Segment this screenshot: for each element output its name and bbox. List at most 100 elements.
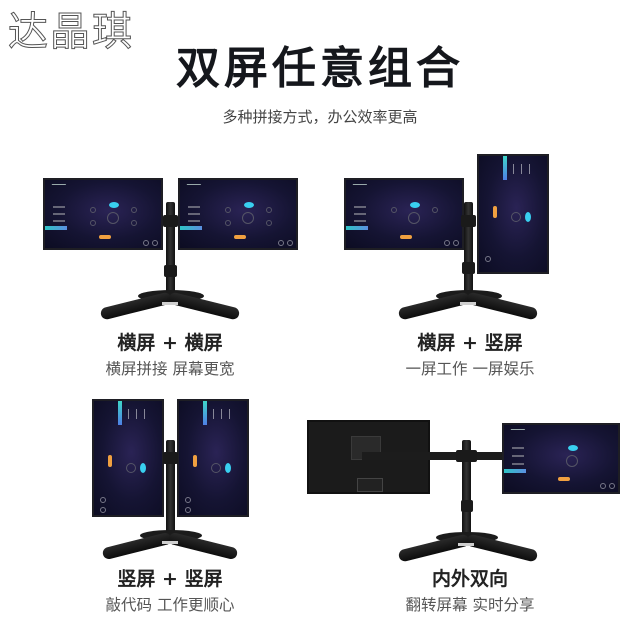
screen-dial-icon xyxy=(225,220,231,226)
screen-menu-item xyxy=(53,220,65,222)
stand-pole xyxy=(166,202,175,300)
screen-logo-icon xyxy=(350,184,368,188)
stand-base-chrome xyxy=(458,543,474,546)
stand-base-leg-left xyxy=(99,291,173,321)
stand-base-leg-right xyxy=(465,533,539,563)
caption-description: 敲代码 工作更顺心 xyxy=(105,596,235,614)
screen-button-icon xyxy=(185,497,191,503)
monitor-portrait-left xyxy=(92,399,164,517)
stand-base-leg-left xyxy=(397,291,471,321)
screen-menu-item xyxy=(354,220,366,222)
screen-menu-item xyxy=(188,213,200,215)
screen-menu-item xyxy=(53,206,65,208)
screen-tick xyxy=(229,409,230,419)
screen-orange-button-icon xyxy=(400,235,412,239)
stand-base-leg-left xyxy=(397,533,471,563)
screen-button-icon xyxy=(100,497,106,503)
screen-center-dial-icon xyxy=(511,212,521,222)
page-title: 双屏任意组合 xyxy=(176,43,464,94)
screen-menu-item xyxy=(53,213,65,215)
caption-title: 竖屏 + 竖屏 xyxy=(117,568,223,590)
screen-button-icon xyxy=(152,240,158,246)
screen-orange-button-icon xyxy=(234,235,246,239)
stand-height-clamp xyxy=(164,265,177,277)
screen-tick xyxy=(213,409,214,419)
screen-tick xyxy=(513,164,514,174)
screen-cyan-dial-icon xyxy=(568,445,578,451)
stand-base-chrome xyxy=(162,302,178,305)
screen-menu-item xyxy=(354,206,366,208)
screen-orange-button-icon xyxy=(193,455,197,467)
screen-cyan-dial-icon xyxy=(244,202,254,208)
screen-gradient-bar xyxy=(203,401,207,425)
monitor-landscape xyxy=(344,178,464,250)
screen-menu-item-active xyxy=(346,226,368,230)
stand-height-clamp xyxy=(462,262,475,274)
screen-menu-item xyxy=(188,206,200,208)
brand-watermark: 达晶琪 xyxy=(8,9,134,56)
screen-center-dial-icon xyxy=(107,212,119,224)
caption-description: 横屏拼接 屏幕更宽 xyxy=(105,360,235,378)
screen-button-icon xyxy=(609,483,615,489)
screen-tick xyxy=(221,409,222,419)
screen-dial-icon xyxy=(131,207,137,213)
screen-button-icon xyxy=(143,240,149,246)
screen-button-icon xyxy=(278,240,284,246)
screen-cyan-dial-icon xyxy=(109,202,119,208)
screen-dial-icon xyxy=(131,220,137,226)
screen-center-dial-icon xyxy=(126,463,136,473)
stand-clamp xyxy=(461,215,476,227)
stand-base-leg-right xyxy=(167,531,239,561)
screen-gradient-bar xyxy=(503,156,507,180)
screen-menu-item xyxy=(188,220,200,222)
screen-orange-button-icon xyxy=(99,235,111,239)
stand-pole xyxy=(166,440,175,540)
screen-dial-icon xyxy=(266,220,272,226)
screen-dial-icon xyxy=(225,207,231,213)
screen-button-icon xyxy=(600,483,606,489)
stand-base-leg-right xyxy=(465,291,539,321)
screen-menu-item xyxy=(512,463,524,465)
caption-title: 横屏 + 横屏 xyxy=(117,332,223,354)
stand-arm-left xyxy=(362,452,462,460)
caption-description: 一屏工作 一屏娱乐 xyxy=(405,360,535,378)
screen-cyan-dial-icon xyxy=(225,463,231,473)
stand-arm-right xyxy=(470,452,502,460)
screen-dial-icon xyxy=(90,220,96,226)
stand-base-chrome xyxy=(460,302,476,305)
stand-base-leg-left xyxy=(101,531,173,561)
caption-inward-outward: 内外双向 翻转屏幕 实时分享 xyxy=(370,566,570,616)
screen-dial-icon xyxy=(391,207,397,213)
screen-menu-item-active xyxy=(504,469,526,473)
stand-base-leg-right xyxy=(167,291,241,321)
stand-clamp xyxy=(163,452,178,464)
stand-pole xyxy=(462,440,471,540)
monitor-landscape-right xyxy=(178,178,298,250)
screen-tick xyxy=(521,164,522,174)
screen-tick xyxy=(136,409,137,419)
screen-logo-icon xyxy=(49,184,67,188)
caption-title: 内外双向 xyxy=(431,568,508,590)
screen-menu-item xyxy=(512,455,524,457)
monitor-landscape-left xyxy=(43,178,163,250)
stand-clamp xyxy=(456,450,477,462)
monitor-landscape xyxy=(502,423,620,494)
screen-center-dial-icon xyxy=(408,212,420,224)
caption-landscape-landscape: 横屏 + 横屏 横屏拼接 屏幕更宽 xyxy=(70,330,270,380)
monitor-portrait xyxy=(477,154,549,274)
screen-gradient-bar xyxy=(118,401,122,425)
screen-center-dial-icon xyxy=(566,455,578,467)
screen-orange-button-icon xyxy=(108,455,112,467)
screen-orange-button-icon xyxy=(558,477,570,481)
screen-cyan-dial-icon xyxy=(525,212,531,222)
caption-title: 横屏 + 竖屏 xyxy=(417,332,523,354)
caption-landscape-portrait: 横屏 + 竖屏 一屏工作 一屏娱乐 xyxy=(370,330,570,380)
screen-tick xyxy=(529,164,530,174)
stand-clamp xyxy=(163,215,178,227)
screen-cyan-dial-icon xyxy=(140,463,146,473)
screen-tick xyxy=(144,409,145,419)
screen-logo-icon xyxy=(184,184,202,188)
screen-dial-icon xyxy=(266,207,272,213)
screen-center-dial-icon xyxy=(242,212,254,224)
caption-description: 翻转屏幕 实时分享 xyxy=(405,596,535,614)
